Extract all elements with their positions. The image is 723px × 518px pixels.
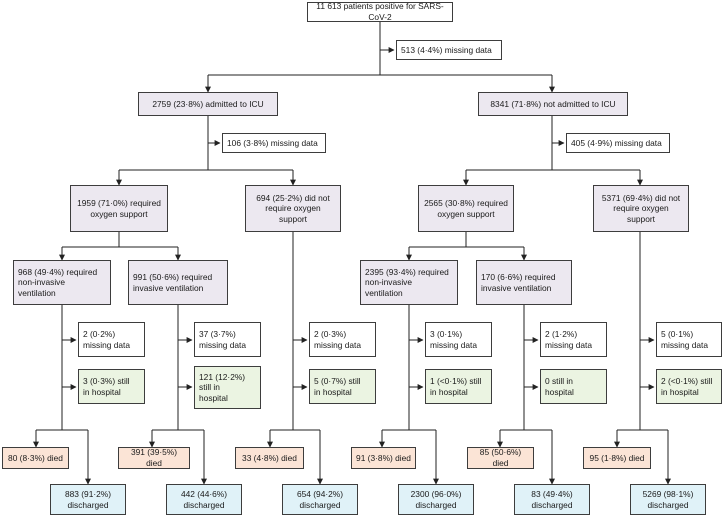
non-icu-iv-discharged-box: 83 (49·4%) discharged — [514, 484, 590, 515]
icu-iv-hospital-box: 121 (12·2%) still in hospital — [194, 366, 261, 409]
icu-iv-discharged-box: 442 (44·6%) discharged — [166, 484, 242, 515]
icu-niv-discharged-box: 883 (91·2%) discharged — [50, 484, 126, 515]
non-icu-no-oxygen-box: 5371 (69·4%) did not require oxygen supp… — [593, 185, 689, 232]
non-icu-iv-missing-box: 2 (1·2%) missing data — [540, 322, 607, 357]
non-icu-missing-box: 405 (4·9%) missing data — [566, 133, 670, 153]
non-icu-iv-box: 170 (6·6%) required invasive ventilation — [476, 260, 572, 305]
icu-oxygen-box: 1959 (71·0%) required oxygen support — [70, 185, 168, 232]
icu-box: 2759 (23·8%) admitted to ICU — [138, 92, 278, 116]
root-missing-box: 513 (4·4%) missing data — [396, 40, 502, 60]
non-icu-niv-died-box: 91 (3·8%) died — [351, 447, 416, 469]
non-icu-niv-missing-box: 3 (0·1%) missing data — [425, 322, 492, 357]
non-icu-no-oxygen-died-box: 95 (1·8%) died — [583, 447, 651, 469]
non-icu-iv-hospital-box: 0 still in hospital — [540, 369, 607, 404]
icu-iv-missing-box: 37 (3·7%) missing data — [194, 322, 261, 357]
icu-no-oxygen-hospital-box: 5 (0·7%) still in hospital — [309, 369, 376, 404]
root-box: 11 613 patients positive for SARS-CoV-2 — [307, 2, 453, 22]
non-icu-niv-box: 2395 (93·4%) required non-invasive venti… — [360, 260, 458, 305]
non-icu-no-oxygen-discharged-box: 5269 (98·1%) discharged — [630, 484, 706, 515]
non-icu-box: 8341 (71·8%) not admitted to ICU — [478, 92, 628, 116]
icu-no-oxygen-died-box: 33 (4·8%) died — [235, 447, 304, 469]
icu-niv-box: 968 (49·4%) required non-invasive ventil… — [13, 260, 111, 305]
icu-niv-hospital-box: 3 (0·3%) still in hospital — [78, 369, 145, 404]
non-icu-iv-died-box: 85 (50·6%) died — [467, 447, 534, 469]
non-icu-niv-hospital-box: 1 (<0·1%) still in hospital — [425, 369, 492, 404]
icu-no-oxygen-discharged-box: 654 (94·2%) discharged — [282, 484, 358, 515]
icu-no-oxygen-box: 694 (25·2%) did not require oxygen suppo… — [245, 185, 341, 232]
icu-iv-died-box: 391 (39·5%) died — [118, 447, 190, 469]
icu-niv-died-box: 80 (8·3%) died — [2, 447, 69, 469]
non-icu-no-oxygen-missing-box: 5 (0·1%) missing data — [656, 322, 722, 357]
non-icu-no-oxygen-hospital-box: 2 (<0·1%) still in hospital — [656, 369, 722, 404]
icu-missing-box: 106 (3·8%) missing data — [222, 133, 326, 153]
icu-iv-box: 991 (50·6%) required invasive ventilatio… — [128, 260, 228, 305]
icu-no-oxygen-missing-box: 2 (0·3%) missing data — [309, 322, 376, 357]
non-icu-oxygen-box: 2565 (30·8%) required oxygen support — [418, 185, 514, 232]
icu-niv-missing-box: 2 (0·2%) missing data — [78, 322, 145, 357]
non-icu-niv-discharged-box: 2300 (96·0%) discharged — [398, 484, 474, 515]
